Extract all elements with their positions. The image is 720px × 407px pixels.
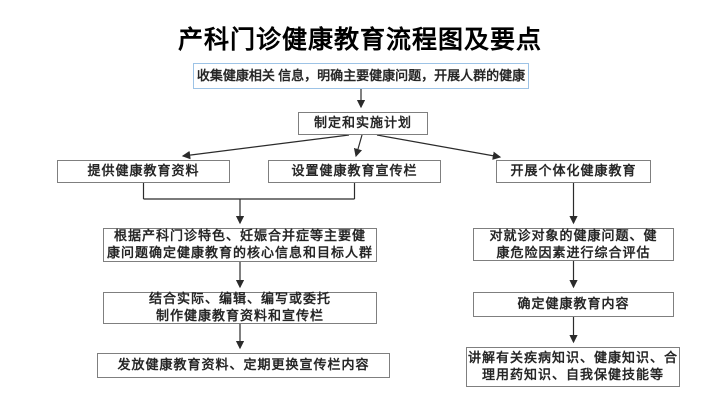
flow-node-label: 讲解有关疾病知识、健康知识、合 bbox=[467, 350, 678, 366]
flow-node-explain-knowledge: 讲解有关疾病知识、健康知识、合 理用药知识、自我保健技能等 bbox=[466, 347, 680, 387]
flow-node-produce-materials: 结合实际、编辑、编写或委托 制作健康教育资料和宣传栏 bbox=[103, 291, 377, 324]
flow-node-core-info-target: 根据产科门诊特色、妊娠合并症等主要健 康问题确定健康教育的核心信息和目标人群 bbox=[103, 228, 377, 262]
flow-node-label: 理用药知识、自我保健技能等 bbox=[481, 367, 664, 382]
flow-node-provide-materials: 提供健康教育资料 bbox=[57, 160, 230, 183]
flow-node-determine-content: 确定健康教育内容 bbox=[473, 292, 674, 317]
connector-plan-to-provide bbox=[181, 134, 350, 160]
flow-node-label: 发放健康教育资料、定期更换宣传栏内容 bbox=[117, 357, 370, 373]
connector-plan-to-bulletin bbox=[353, 134, 363, 158]
flow-node-label: 根据产科门诊特色、妊娠合并症等主要健 bbox=[113, 228, 366, 244]
connector-plan-to-individual bbox=[376, 134, 502, 160]
flow-node-label: 结合实际、编辑、编写或委托 bbox=[148, 291, 331, 307]
flow-node-label: 收集健康相关 信息，明确主要健康问题，开展人群的健康 bbox=[196, 67, 526, 83]
flow-node-label: 开展个体化健康教育 bbox=[510, 163, 637, 179]
flow-node-comprehensive-assess: 对就诊对象的健康问题、健 康危险因素进行综合评估 bbox=[473, 228, 674, 261]
flow-node-distribute-update: 发放健康教育资料、定期更换宣传栏内容 bbox=[97, 353, 390, 378]
flow-node-collect-info: 收集健康相关 信息，明确主要健康问题，开展人群的健康 bbox=[193, 63, 529, 89]
flow-node-label: 制定和实施计划 bbox=[313, 115, 412, 131]
flow-node-label: 制作健康教育资料和宣传栏 bbox=[155, 308, 324, 323]
flow-node-label: 设置健康教育宣传栏 bbox=[291, 163, 418, 179]
flow-node-label: 康危险因素进行综合评估 bbox=[496, 244, 651, 260]
page-title: 产科门诊健康教育流程图及要点 bbox=[177, 26, 542, 54]
flow-node-label: 提供健康教育资料 bbox=[87, 163, 200, 179]
flow-node-label: 确定健康教育内容 bbox=[517, 296, 630, 312]
flow-node-label: 对就诊对象的健康问题、健 bbox=[489, 227, 658, 243]
flow-node-make-plan: 制定和实施计划 bbox=[298, 112, 428, 135]
flow-node-individual-education: 开展个体化健康教育 bbox=[496, 160, 651, 183]
flow-node-setup-bulletin: 设置健康教育宣传栏 bbox=[268, 160, 441, 183]
flow-node-label: 康问题确定健康教育的核心信息和目标人群 bbox=[106, 245, 373, 260]
